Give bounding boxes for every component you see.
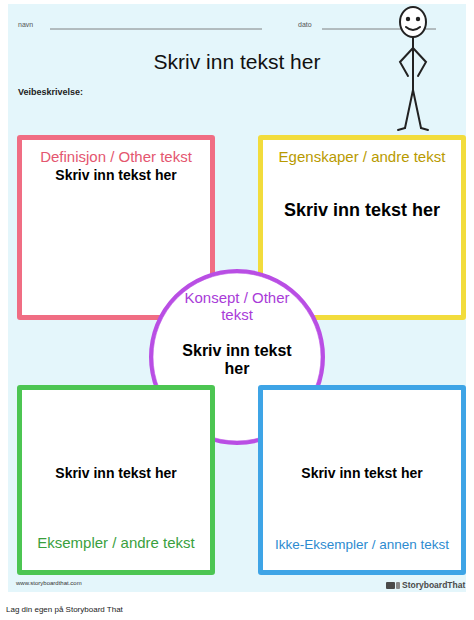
instructions-label: Veibeskrivelse:: [18, 87, 83, 97]
footer-note: Lag din egen på Storyboard That: [6, 605, 123, 614]
box-heading: Egenskaper / andre tekst: [278, 148, 446, 165]
examples-box: Skriv inn tekst herEksempler / andre tek…: [17, 385, 215, 575]
box-heading: Definisjon / Other tekst: [24, 148, 209, 165]
stick-figure: [398, 7, 428, 130]
box-body: Skriv inn tekst her: [264, 465, 460, 481]
box-heading: Eksempler / andre tekst: [36, 534, 196, 551]
worksheet-title: Skriv inn tekst her: [0, 50, 474, 74]
box-heading: Ikke-Eksempler / annen tekst: [275, 537, 450, 553]
logo-icon: [386, 582, 400, 589]
field-label: navn: [18, 21, 33, 28]
website-label: www.storyboardthat.com: [16, 580, 82, 586]
circle-body: Skriv inn tekst her: [175, 342, 299, 379]
box-body: Skriv inn tekst her: [24, 167, 209, 183]
logo-text: StoryboardThat: [402, 580, 465, 590]
non-examples-box: Skriv inn tekst herIkke-Eksempler / anne…: [258, 385, 466, 575]
circle-heading: Konsept / Other tekst: [177, 289, 297, 324]
page-panel: [8, 4, 466, 592]
box-body: Skriv inn tekst her: [264, 200, 460, 221]
field-label: dato: [298, 21, 312, 28]
name-line: [50, 29, 262, 30]
box-body: Skriv inn tekst her: [24, 465, 209, 481]
